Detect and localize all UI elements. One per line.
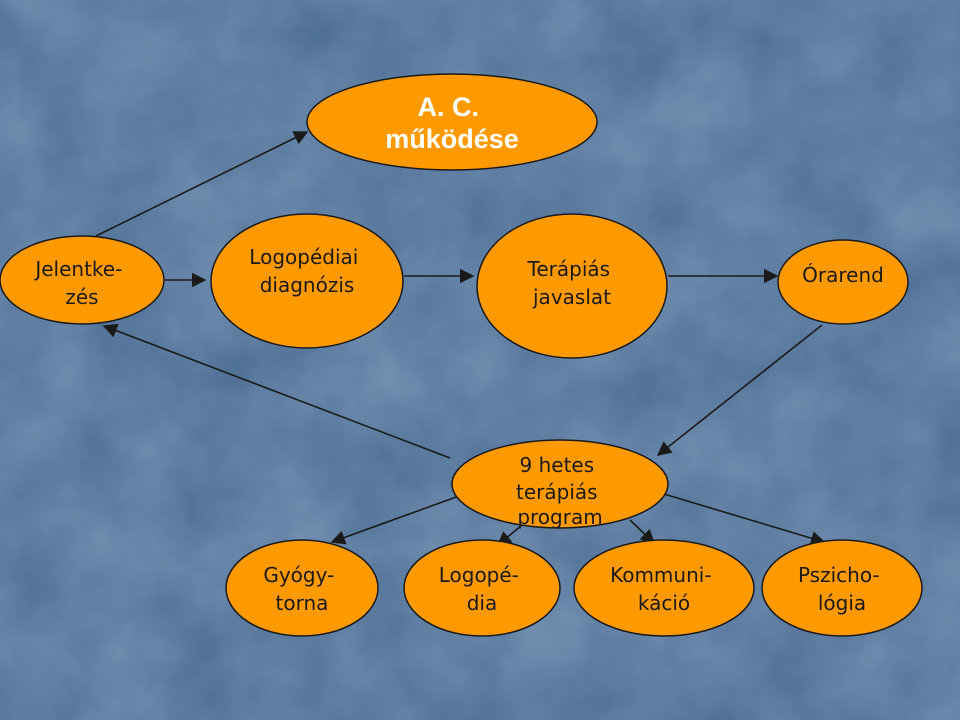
node-program-line-2: terápiás (516, 480, 598, 504)
svg-text:A. C. működése: A. C. működése (385, 92, 519, 154)
node-gyogytorna: Gyógy- torna (225, 539, 379, 637)
node-pszichologia: Pszicho- lógia (761, 539, 923, 637)
node-logopedia-line-2: dia (467, 591, 498, 615)
svg-text:Órarend: Órarend (802, 263, 884, 287)
node-program-line-3: program (517, 505, 602, 529)
node-diagnozis-line-1: Logopédiai (249, 245, 358, 269)
node-javaslat-line-1: Terápiás (527, 257, 611, 281)
edges (95, 131, 826, 546)
edge-program-to-kommunikacio (629, 519, 656, 544)
node-ac: A. C. működése (306, 73, 598, 171)
edge-program-to-pszichologia (663, 493, 826, 546)
edge-program-to-gyogytorna (330, 491, 471, 545)
svg-text:Terápiás javaslat: Terápiás javaslat (527, 257, 617, 309)
edge-program-to-jelentkezes (102, 323, 451, 459)
node-gyogytorna-line-2: torna (276, 591, 329, 615)
node-pszichologia-line-1: Pszicho- (798, 563, 880, 587)
node-program: 9 hetes terápiás program (451, 439, 669, 529)
node-ac-line-1: A. C. (417, 92, 479, 122)
svg-text:9 hetes terápiás p: 9 hetes terápiás program (516, 453, 604, 529)
node-jelentkezes: Jelentke- zés (0, 235, 165, 325)
node-javaslat: Terápiás javaslat (476, 213, 668, 359)
node-gyogytorna-line-1: Gyógy- (263, 563, 334, 587)
svg-text:Pszicho- lógia: Pszicho- lógia (798, 563, 886, 615)
svg-text:Jelentke- zés: Jelentke- zés (33, 257, 128, 309)
node-ac-line-2: működése (385, 124, 519, 154)
node-kommunikacio-line-1: Kommuni- (610, 563, 711, 587)
svg-text:Logopédiai diagnózis: Logopédiai diagnózis (249, 245, 364, 297)
edge-jelentkezes-to-ac (95, 131, 309, 237)
node-jelentkezes-line-2: zés (65, 285, 98, 309)
node-kommunikacio-line-2: káció (638, 591, 690, 615)
node-logopedia-line-1: Logopé- (439, 563, 519, 587)
node-diagnozis-line-2: diagnózis (260, 273, 355, 297)
node-orarend: Órarend (777, 239, 909, 325)
node-diagnozis: Logopédiai diagnózis (210, 213, 404, 349)
svg-text:Kommuni- káció: Kommuni- káció (610, 563, 718, 615)
node-jelentkezes-line-1: Jelentke- (33, 257, 122, 281)
svg-text:Logopé- dia: Logopé- dia (439, 563, 526, 615)
node-kommunikacio: Kommuni- káció (573, 539, 755, 637)
edge-orarend-to-program (656, 324, 823, 456)
node-logopedia: Logopé- dia (403, 539, 561, 637)
node-program-line-1: 9 hetes (520, 453, 595, 477)
svg-text:Gyógy- torna: Gyógy- torna (263, 563, 340, 615)
node-pszichologia-line-2: lógia (818, 591, 866, 615)
node-orarend-line-1: Órarend (802, 263, 884, 287)
node-javaslat-line-2: javaslat (532, 285, 611, 309)
